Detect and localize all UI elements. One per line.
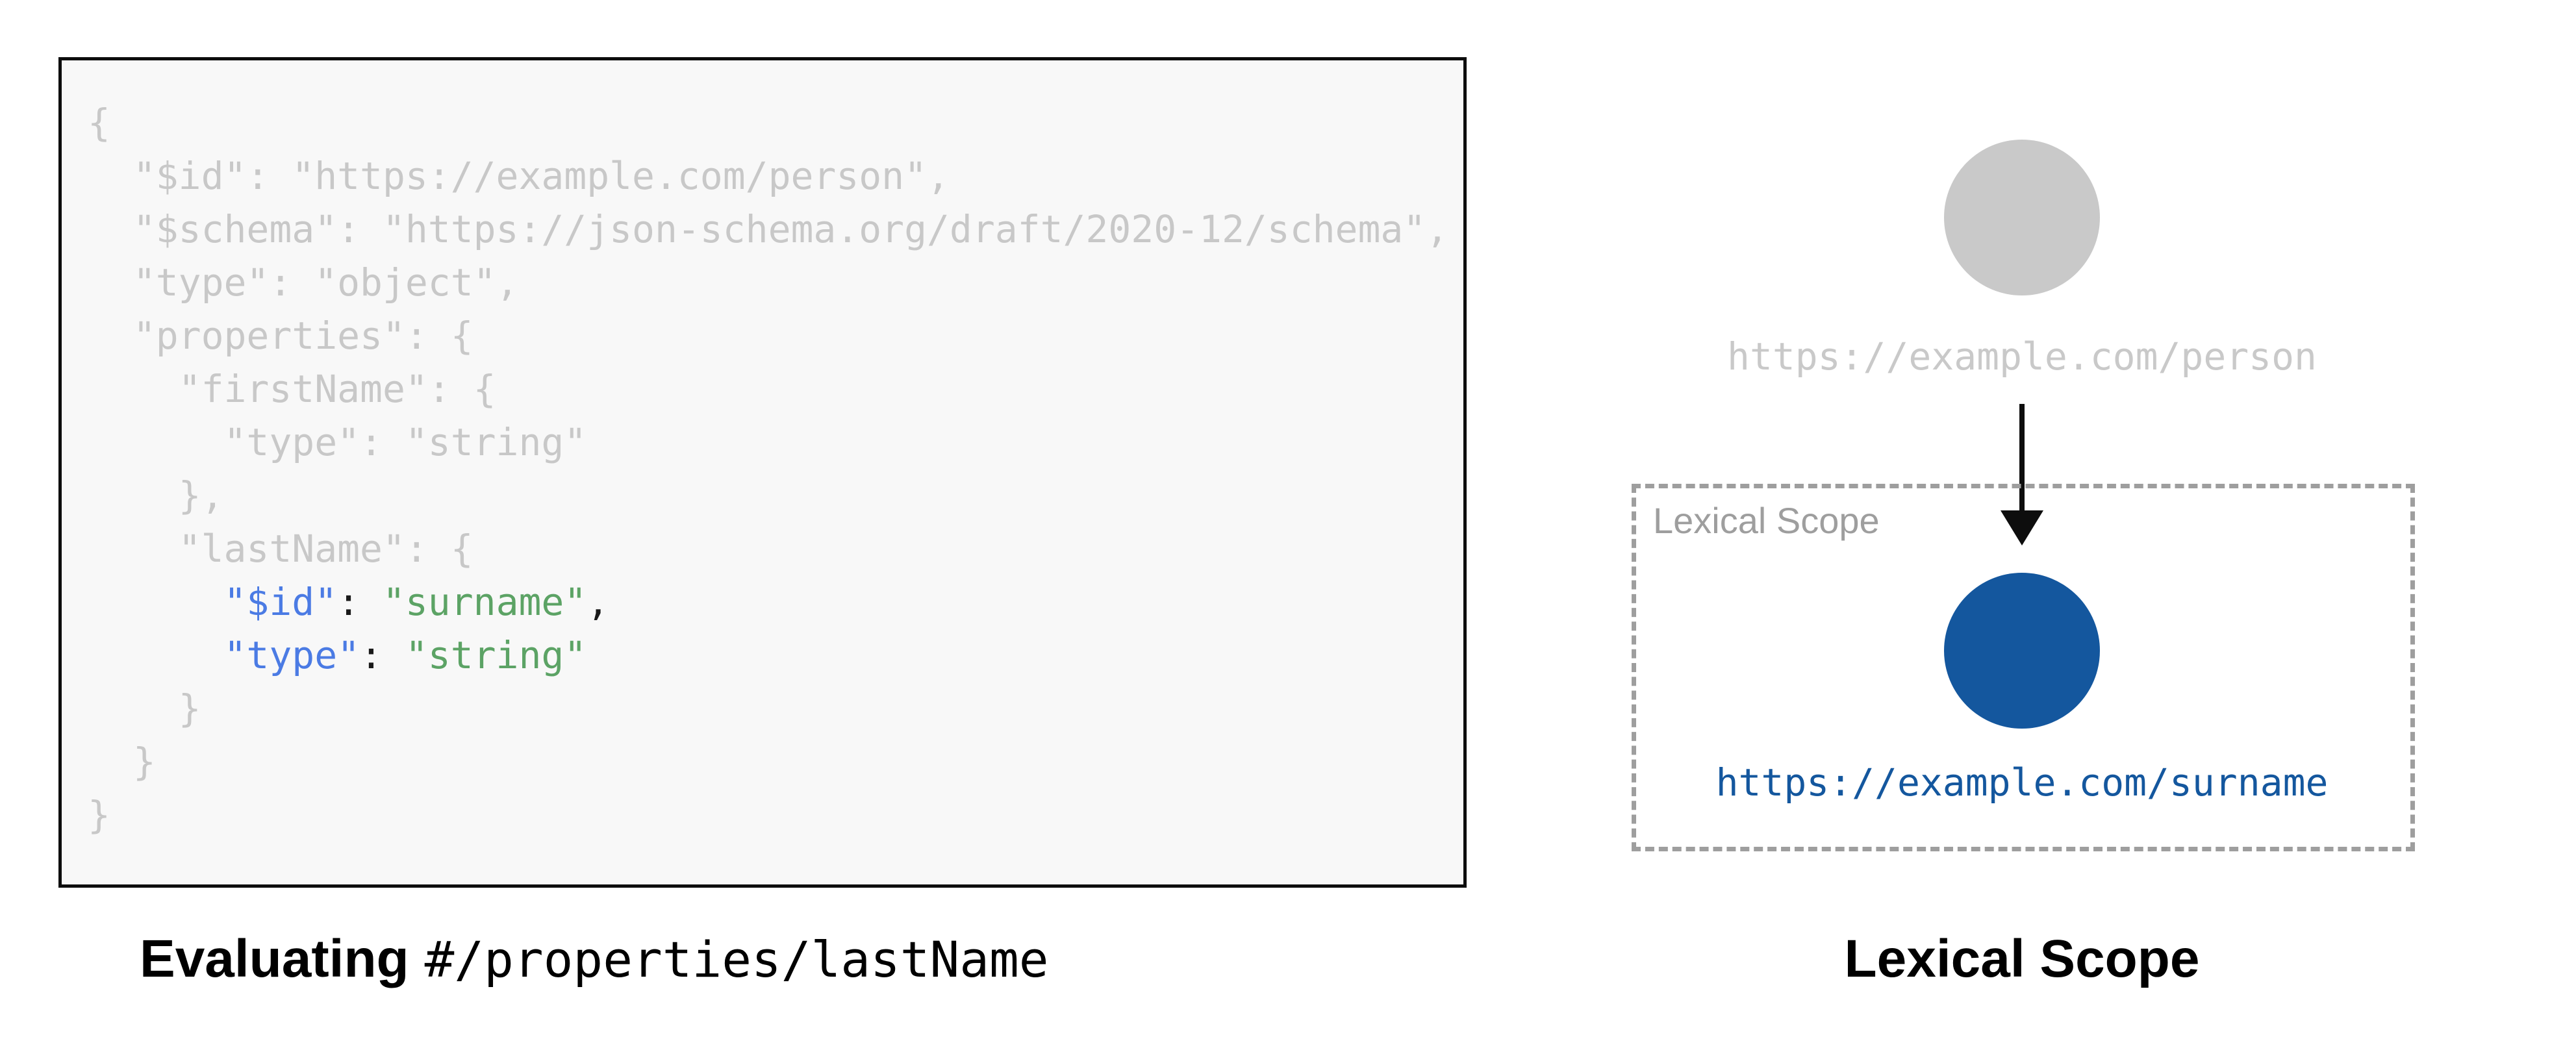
code-token: "type": "object",	[88, 260, 519, 305]
code-token: }	[88, 686, 201, 731]
code-token: "type"	[223, 633, 360, 677]
code-token: "string"	[405, 633, 587, 677]
code-token: "lastName": {	[88, 527, 474, 571]
left-caption-evaluating-label: Evaluating	[140, 929, 409, 988]
code-token: "type": "string"	[88, 420, 587, 464]
code-token: {	[88, 101, 110, 145]
code-token: "$id"	[223, 580, 338, 624]
code-token: "properties": {	[88, 314, 474, 358]
code-token	[88, 580, 224, 624]
code-token: ,	[587, 580, 610, 624]
parent-schema-node-circle	[1944, 140, 2100, 295]
arrow-shaft	[2019, 404, 2025, 513]
schema-code-panel: { "$id": "https://example.com/person", "…	[58, 57, 1467, 888]
code-token: "$schema": "https://json-schema.org/draf…	[88, 207, 1449, 251]
code-token: :	[360, 633, 405, 677]
code-token: "$id": "https://example.com/person",	[88, 154, 950, 198]
code-token	[88, 633, 224, 677]
code-token: }	[88, 740, 156, 784]
code-token: },	[88, 473, 224, 518]
json-schema-code: { "$id": "https://example.com/person", "…	[88, 96, 1448, 842]
arrow-head	[2001, 510, 2043, 545]
parent-schema-uri-label: https://example.com/person	[1727, 334, 2317, 379]
child-schema-node-circle	[1944, 573, 2100, 729]
left-caption-json-pointer: #/properties/lastName	[424, 931, 1049, 988]
right-caption: Lexical Scope	[1844, 929, 2200, 988]
child-schema-uri-label: https://example.com/surname	[1715, 760, 2329, 805]
code-token: :	[337, 580, 383, 624]
code-token: "surname"	[382, 580, 587, 624]
down-arrow-icon	[2001, 404, 2043, 545]
code-token: }	[88, 793, 110, 837]
left-caption: Evaluating #/properties/lastName	[140, 933, 1049, 986]
lexical-scope-dashed-box	[1632, 484, 2415, 851]
code-token: "firstName": {	[88, 367, 496, 411]
lexical-scope-box-label: Lexical Scope	[1653, 500, 1880, 541]
